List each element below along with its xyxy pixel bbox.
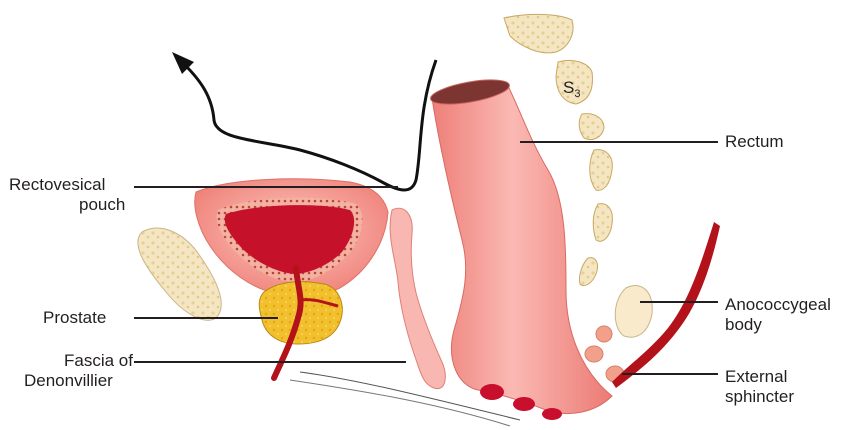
peritoneum-line [184, 60, 436, 190]
label-external-sphincter: External sphincter [725, 367, 794, 407]
anococcygeal-body [615, 286, 652, 338]
label-anococcygeal-line1: Anococcygeal [725, 295, 831, 315]
label-fascia-line1: Fascia of [24, 351, 133, 371]
label-fascia-of-denonvillier: Fascia of Denonvillier [24, 351, 133, 391]
label-anococcygeal-body: Anococcygeal body [725, 295, 831, 335]
label-external-line2: sphincter [725, 387, 794, 407]
label-rectovesical-pouch-line2: pouch [9, 195, 125, 215]
label-rectovesical-pouch-line1: Rectovesical [9, 175, 125, 195]
label-rectum: Rectum [725, 132, 784, 152]
label-rectovesical-pouch: Rectovesical pouch [9, 175, 125, 215]
label-external-line1: External [725, 367, 794, 387]
label-fascia-line2: Denonvillier [24, 371, 133, 391]
label-prostate: Prostate [43, 308, 106, 328]
label-anococcygeal-line2: body [725, 315, 831, 335]
